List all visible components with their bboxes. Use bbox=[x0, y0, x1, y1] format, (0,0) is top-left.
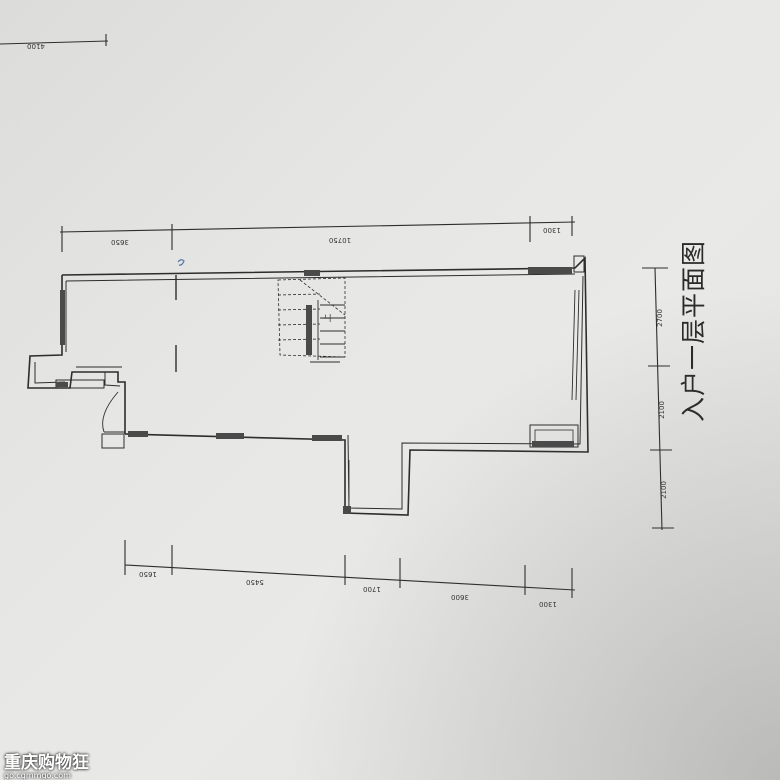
dim-top-3: 1300 bbox=[543, 226, 561, 234]
dim-right-1: 2700 bbox=[656, 309, 664, 327]
drawing-title-box: 入户一层平面图 bbox=[660, 232, 750, 422]
dim-line-bottom bbox=[124, 564, 576, 591]
dim-bottom-3: 1700 bbox=[363, 585, 381, 593]
door-swing bbox=[102, 391, 119, 433]
dim-line-right bbox=[654, 267, 663, 531]
dim-right-3: 2100 bbox=[660, 481, 668, 499]
stair-flight bbox=[310, 300, 345, 363]
dim-bottom-5: 1300 bbox=[539, 600, 557, 608]
dim-line-top bbox=[59, 221, 576, 233]
ink-mark bbox=[177, 259, 185, 266]
dim-right-2: 2100 bbox=[658, 401, 666, 419]
dim-bottom-4: 3600 bbox=[451, 593, 469, 601]
dim-top-2: 10750 bbox=[329, 236, 351, 244]
dim-bottom-1: 1650 bbox=[139, 570, 157, 578]
stair-label: 上 bbox=[322, 313, 333, 322]
watermark: 重庆购物狂 go.cqmmgo.com bbox=[4, 748, 89, 780]
dim-bottom-2: 5450 bbox=[246, 578, 264, 586]
outer-walls bbox=[61, 256, 589, 516]
watermark-name: 重庆购物狂 bbox=[4, 753, 89, 773]
dim-top-1: 3650 bbox=[111, 238, 129, 246]
dim-corner: 4100 bbox=[27, 42, 45, 50]
dim-line-corner bbox=[0, 40, 109, 45]
watermark-url: go.cqmmgo.com bbox=[4, 771, 71, 780]
wall-fills bbox=[56, 267, 574, 514]
drawing-title: 入户一层平面图 bbox=[679, 239, 708, 422]
